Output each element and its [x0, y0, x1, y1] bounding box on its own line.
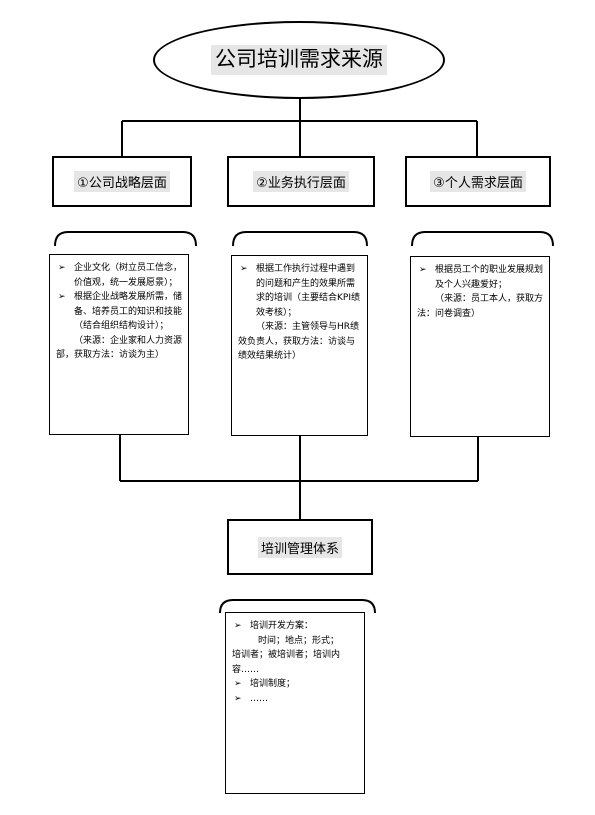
item-text: 根据员工个的职业发展规划及个人兴趣爱好； [435, 265, 544, 290]
list-item: ➢ …… [232, 692, 360, 707]
bullet-arrow-icon: ➢ [58, 292, 66, 302]
list-item: ➢ 根据工作执行过程中遇到的问题和产生的效果所需求的培训（主要结合KPI绩效考核）… [238, 262, 363, 320]
level-label-business: ②业务执行层面 [253, 171, 349, 192]
plan-detail-2: 培训者；被培训者；培训内容…… [232, 650, 341, 675]
list-item: ➢ 培训制度； [232, 677, 360, 692]
content-box-strategy: ➢ 企业文化（树立员工信念，价值观，统一发展愿景）； ➢ 根据企业战略发展所需，储备… [49, 254, 189, 435]
bullet-arrow-icon: ➢ [240, 264, 248, 274]
list-item: ➢ 培训开发方案： [232, 619, 360, 634]
list-item: ➢ 根据员工个的职业发展规划及个人兴趣爱好； [417, 263, 545, 292]
source-text: （来源：主管领导与HR绩效负责人，获取方法：访谈与绩效结果统计） [238, 322, 360, 361]
content-box-personal: ➢ 根据员工个的职业发展规划及个人兴趣爱好； （来源：员工本人，获取方法：问卷调查… [410, 256, 550, 437]
level-box-strategy: ①公司战略层面 [52, 156, 192, 207]
item-text: 根据工作执行过程中遇到的问题和产生的效果所需求的培训（主要结合KPI绩效考核）； [256, 264, 360, 318]
item-text: 培训开发方案： [250, 621, 314, 631]
bullet-arrow-icon: ➢ [234, 693, 242, 704]
system-box: 培训管理体系 [227, 519, 373, 575]
list-item: ➢ 企业文化（树立员工信念，价值观，统一发展愿景）； [56, 261, 184, 290]
level-box-personal: ③个人需求层面 [405, 156, 551, 207]
source-text: （来源：企业家和人力资源部，获取方法：访谈为主） [56, 335, 183, 361]
level-label-strategy: ①公司战略层面 [74, 171, 170, 192]
system-label: 培训管理体系 [257, 536, 342, 558]
item-text: 培训制度； [250, 679, 296, 689]
level-box-business: ②业务执行层面 [227, 156, 375, 207]
bullet-arrow-icon: ➢ [419, 265, 427, 275]
content-box-system: ➢ 培训开发方案： 时间；地点；形式； 培训者；被培训者；培训内容…… ➢ 培训制度… [225, 612, 365, 794]
level-label-personal: ③个人需求层面 [430, 171, 526, 192]
source-text: （来源：员工本人，获取方法：问卷调查） [417, 294, 544, 319]
item-text: 企业文化（树立员工信念，价值观，统一发展愿景）； [74, 263, 183, 288]
content-box-business: ➢ 根据工作执行过程中遇到的问题和产生的效果所需求的培训（主要结合KPI绩效考核）… [231, 255, 368, 436]
bullet-arrow-icon: ➢ [234, 621, 242, 631]
plan-detail-1: 时间；地点；形式； [258, 635, 340, 646]
list-item: ➢ 根据企业战略发展所需，储备、培养员工的知识和技能（结合组织结构设计）； [56, 290, 184, 334]
item-text: 根据企业战略发展所需，储备、培养员工的知识和技能（结合组织结构设计）； [74, 292, 183, 331]
item-text: …… [250, 693, 268, 704]
diagram-title: 公司培训需求来源 [211, 45, 387, 75]
bullet-arrow-icon: ➢ [234, 679, 242, 689]
bullet-arrow-icon: ➢ [58, 263, 66, 273]
title-ellipse: 公司培训需求来源 [153, 21, 445, 99]
